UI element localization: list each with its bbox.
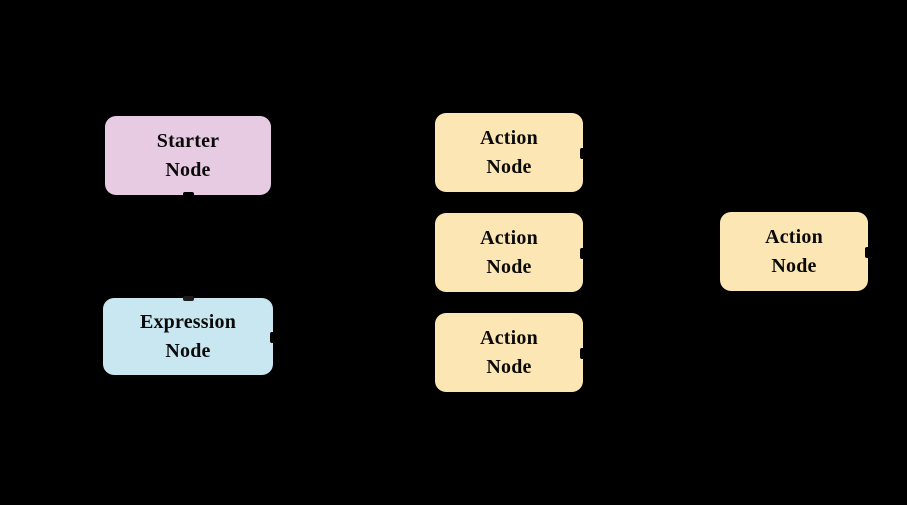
connector-port-top-icon[interactable] [183,296,194,301]
connector-port-right-icon[interactable] [270,331,277,343]
connector-port-right-icon[interactable] [865,246,872,258]
node-action-3-label: Action Node [480,326,538,378]
node-expression[interactable]: Expression Node [103,296,277,375]
node-action-1[interactable]: Action Node [435,113,587,192]
connector-port-right-icon[interactable] [580,347,587,359]
connector-port-right-icon[interactable] [580,147,587,159]
node-action-1-label: Action Node [480,126,538,178]
node-action-2-label: Action Node [480,226,538,278]
connector-port-bottom-icon[interactable] [183,192,194,198]
node-starter[interactable]: Starter Node [105,116,271,198]
node-expression-label: Expression Node [139,310,237,362]
node-action-2[interactable]: Action Node [435,213,587,292]
node-action-3[interactable]: Action Node [435,313,587,392]
node-action-4[interactable]: Action Node [720,212,872,291]
connector-port-right-icon[interactable] [580,247,587,259]
node-action-4-label: Action Node [765,225,823,277]
node-starter-label: Starter Node [156,129,220,181]
